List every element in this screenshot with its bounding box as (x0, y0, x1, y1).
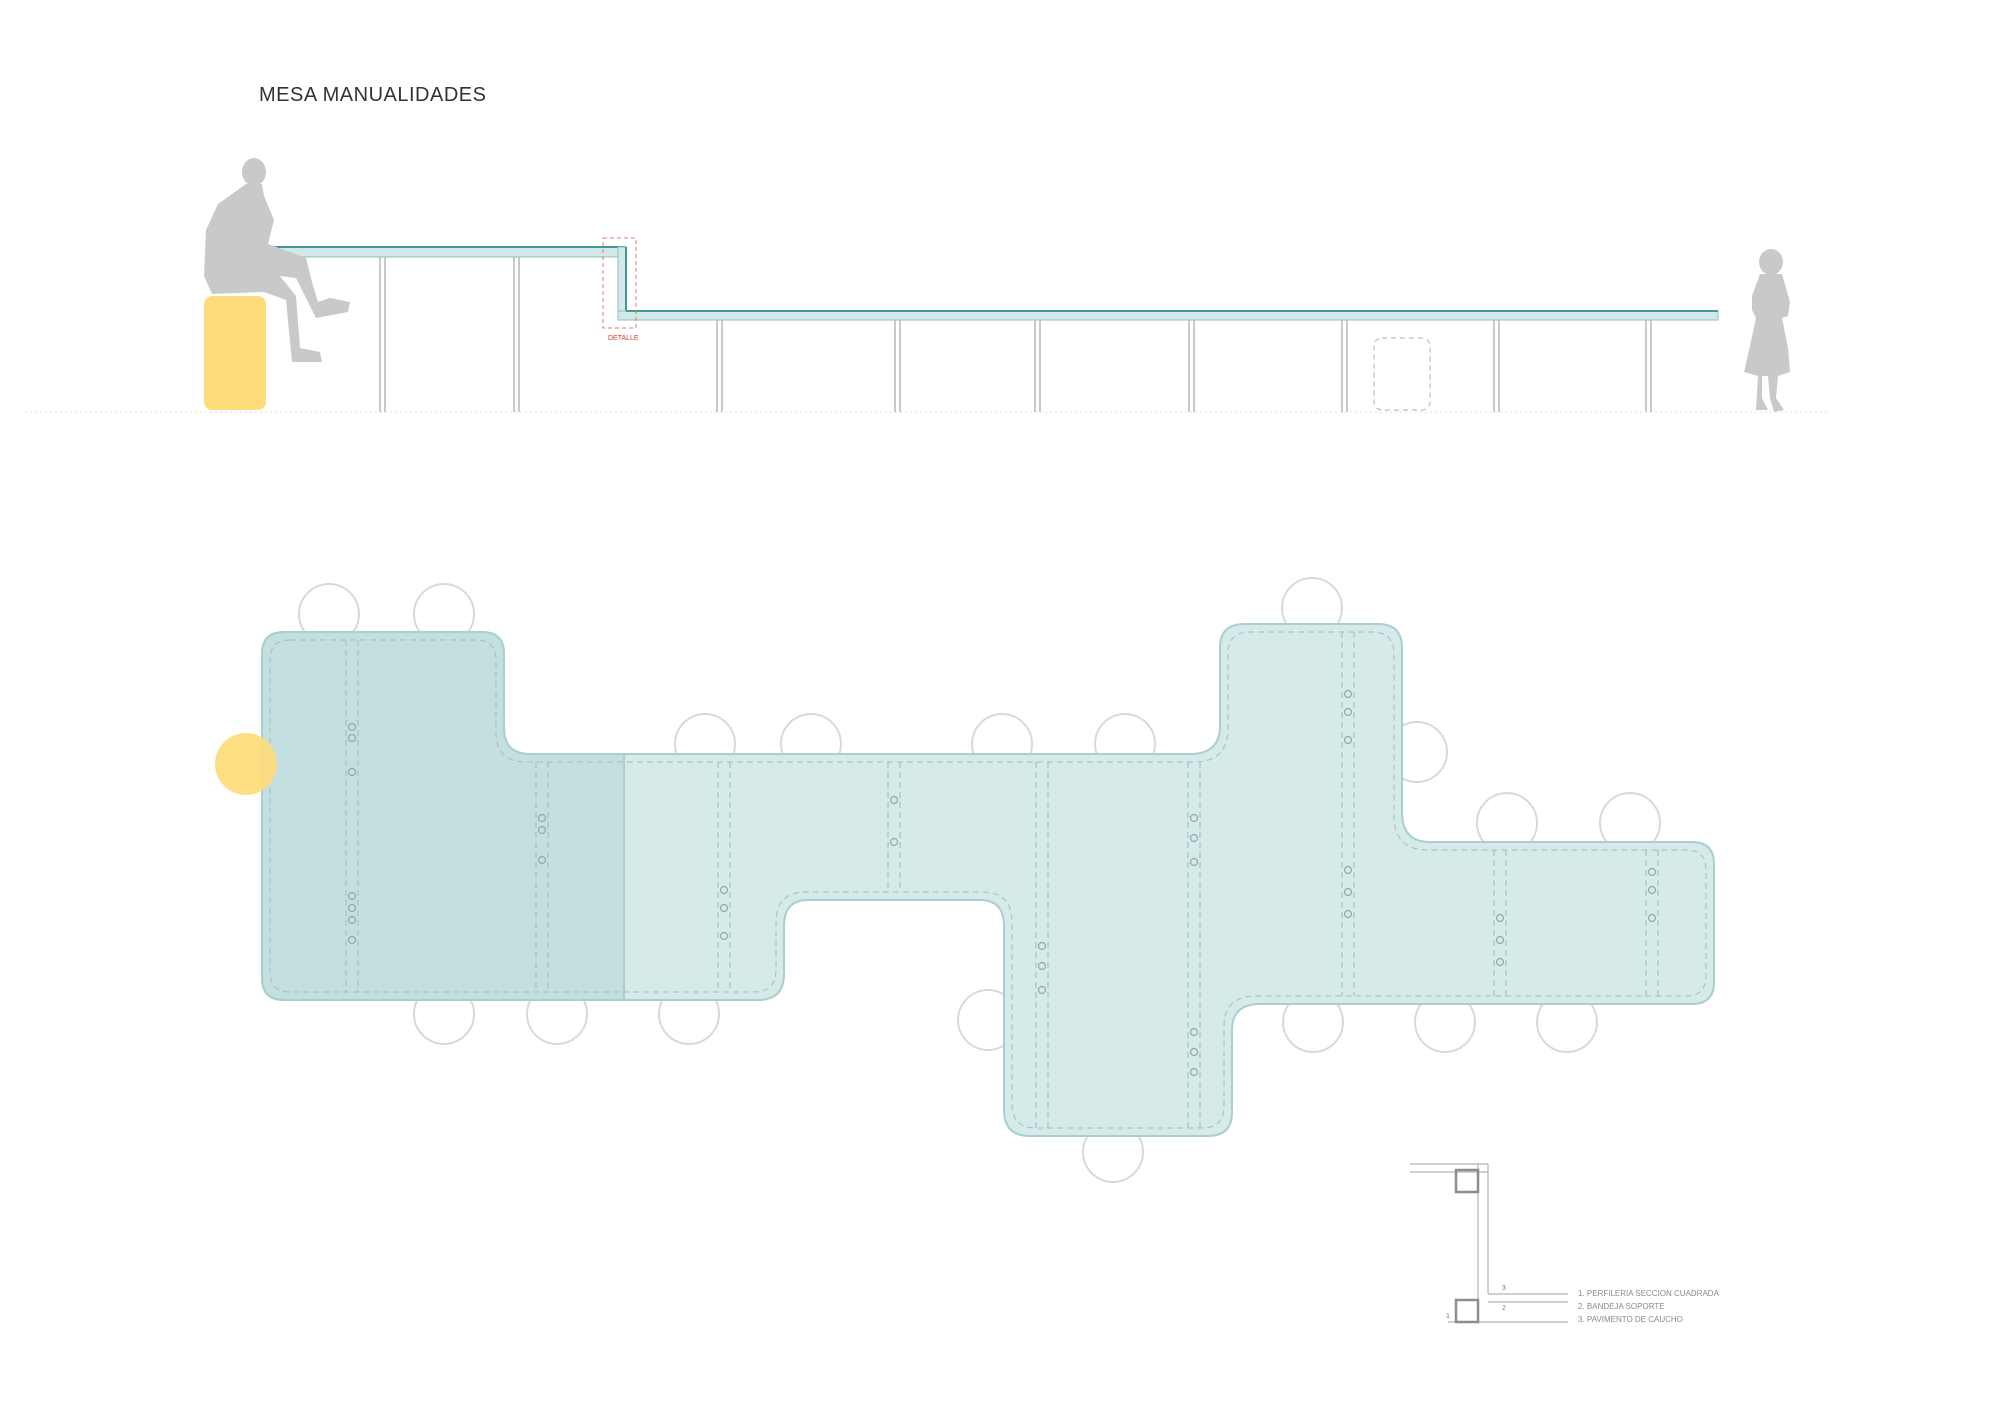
detail-marker (602, 237, 637, 329)
drawing-title: MESA MANUALIDADES (259, 84, 487, 106)
detail-legend: 1. PERFILERIA SECCION CUADRADA 2. BANDEJ… (1578, 1289, 1720, 1324)
rail-bolts (347, 689, 1657, 1077)
table-top-plan (261, 623, 1715, 1137)
support-rails (345, 632, 1659, 1128)
seated-adult-silhouette (204, 158, 350, 362)
legend-item: 3. PAVIMENTO DE CAUCHO (1578, 1315, 1683, 1324)
callout-1: 1 (1446, 1313, 1450, 1320)
legend-item: 1. PERFILERIA SECCION CUADRADA (1578, 1289, 1720, 1298)
elevation-view: DETALLE (25, 158, 1830, 413)
stool (204, 296, 266, 410)
stool-plan (215, 733, 277, 795)
high-table (259, 246, 627, 412)
low-table (617, 310, 1719, 412)
callout-3: 3 (1502, 1285, 1506, 1292)
table-inner-outline (269, 631, 1707, 1129)
child-silhouette (1744, 249, 1790, 412)
legend-item: 2. BANDEJA SOPORTE (1578, 1302, 1665, 1311)
square-profile-top (1454, 1168, 1480, 1194)
square-profile-bottom (1454, 1298, 1480, 1324)
callout-2: 2 (1502, 1305, 1506, 1312)
stool-outline (1373, 337, 1431, 411)
detail-marker-label: DETALLE (608, 335, 639, 342)
